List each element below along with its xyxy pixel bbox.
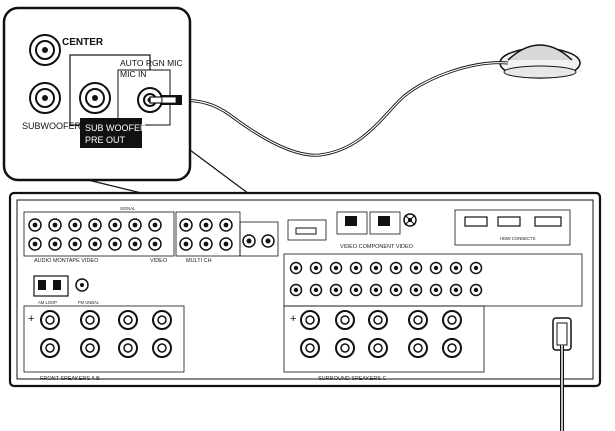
component-jack-icon-center [313, 287, 319, 293]
audio-jack-icon-center [72, 222, 78, 228]
speaker-terminal-icon-center [157, 315, 167, 325]
video-jack-icon-center [183, 241, 189, 247]
speaker-terminal-icon-center [123, 343, 133, 353]
panel-signal-label: SIGNAL [120, 206, 136, 211]
speaker-terminal-icon-center [373, 315, 383, 325]
speaker-terminal-icon-center [340, 315, 350, 325]
receiver-rear-panel: SIGNAL AUDIO MONTAPE VIDEO VIDEO MULTI C… [8, 191, 602, 388]
component-jack-icon-center [453, 287, 459, 293]
component-jack-icon-center [293, 287, 299, 293]
component-jack-icon-center [353, 287, 359, 293]
audio-jack-icon-center [52, 222, 58, 228]
audio-jack-icon-center [52, 241, 58, 247]
component-jack-icon-center [333, 265, 339, 271]
callout-center-label: CENTER [62, 37, 104, 48]
surround-speaker-terminals [300, 310, 462, 358]
component-jack-icon-center [353, 265, 359, 271]
video-jack-icon-center [203, 241, 209, 247]
sub-pre-out-label-box [80, 118, 142, 148]
speaker-terminal-icon-center [413, 343, 423, 353]
panel-hdmi-label: HDMI CONNECTS [500, 236, 536, 241]
video-jack-icon-center [203, 222, 209, 228]
speaker-terminal-icon-center [447, 315, 457, 325]
audio-jack-icon-center [92, 241, 98, 247]
panel-video-component-label: VIDEO COMPONENT VIDEO [340, 244, 414, 250]
component-jack-icon-center [473, 287, 479, 293]
audio-jack-icon-center [112, 241, 118, 247]
speaker-terminal-icon-center [413, 315, 423, 325]
audio-jack-icon-center [32, 241, 38, 247]
component-jack-icon-center [313, 265, 319, 271]
audio-jack-icon-center [152, 222, 158, 228]
speaker-terminal-icon-center [85, 315, 95, 325]
subwoofer-jack-icon [29, 82, 61, 114]
speaker-terminal-icon-center [157, 343, 167, 353]
panel-audio-label: AUDIO MONTAPE VIDEO [34, 258, 99, 264]
panel-multi-label: MULTI CH [186, 258, 212, 264]
audio-jack-icon-center [132, 222, 138, 228]
component-jack-icon-center [433, 287, 439, 293]
front-speaker-terminals [40, 310, 172, 358]
component-jack-grid [289, 261, 483, 297]
panel-fm-label: FM UNBAL [78, 300, 100, 305]
component-jack-icon-center [413, 265, 419, 271]
callout-sub-pre-out-line2: PRE OUT [85, 135, 126, 145]
audio-jack-icon-center [32, 222, 38, 228]
microphone-cable [179, 61, 509, 157]
setup-microphone [499, 44, 581, 79]
component-jack-icon-center [373, 287, 379, 293]
audio-jack-grid [28, 218, 162, 251]
component-jack-icon-center [373, 265, 379, 271]
center-jack-icon [29, 34, 61, 66]
callout-zoom-box: CENTER SUBWOOFER SUB WOOFER PRE OUT [2, 6, 277, 215]
component-jack-icon-center [413, 287, 419, 293]
component-jack-icon-center [393, 265, 399, 271]
component-jack-icon-center [453, 265, 459, 271]
callout-auto-mic-line1: AUTO RGN MIC [120, 58, 183, 68]
panel-am-label: AM LOOP [38, 300, 57, 305]
audio-jack-icon-center [72, 241, 78, 247]
speaker-terminal-icon-center [305, 315, 315, 325]
speaker-terminal-icon-center [305, 343, 315, 353]
component-jack-icon-center [393, 287, 399, 293]
callout-subwoofer-label: SUBWOOFER [22, 121, 82, 131]
speaker-terminal-icon-center [447, 343, 457, 353]
audio-jack-icon-center [152, 241, 158, 247]
panel-front-speakers-label: FRONT SPEAKERS A B [40, 376, 100, 382]
audio-jack-icon-center [132, 241, 138, 247]
speaker-terminal-icon-center [340, 343, 350, 353]
panel-surround-speakers-label: SURROUND SPEAKERS C [318, 376, 386, 382]
speaker-terminal-icon-center [85, 343, 95, 353]
audio-jack-icon-center [112, 222, 118, 228]
component-jack-icon-center [433, 265, 439, 271]
video-jack-icon-center [183, 222, 189, 228]
speaker-terminal-icon-center [123, 315, 133, 325]
speaker-terminal-icon-center [373, 343, 383, 353]
sub-woofer-pre-out-jack-icon [79, 82, 111, 114]
video-jack-icon-center [223, 241, 229, 247]
audio-jack-icon-center [92, 222, 98, 228]
callout-sub-pre-out-line1: SUB WOOFER [85, 123, 147, 133]
speaker-terminal-icon-center [45, 315, 55, 325]
svg-text:+: + [290, 313, 296, 325]
video-jack-grid [179, 218, 233, 251]
component-jack-icon-center [473, 265, 479, 271]
component-jack-icon-center [293, 265, 299, 271]
speaker-terminal-icon-center [45, 343, 55, 353]
callout-auto-mic-line2: MIC IN [120, 69, 146, 79]
svg-text:+: + [28, 313, 34, 325]
video-jack-icon-center [223, 222, 229, 228]
component-jack-icon-center [333, 287, 339, 293]
panel-video-label: VIDEO [150, 258, 168, 264]
mic-plug-icon [149, 95, 182, 105]
